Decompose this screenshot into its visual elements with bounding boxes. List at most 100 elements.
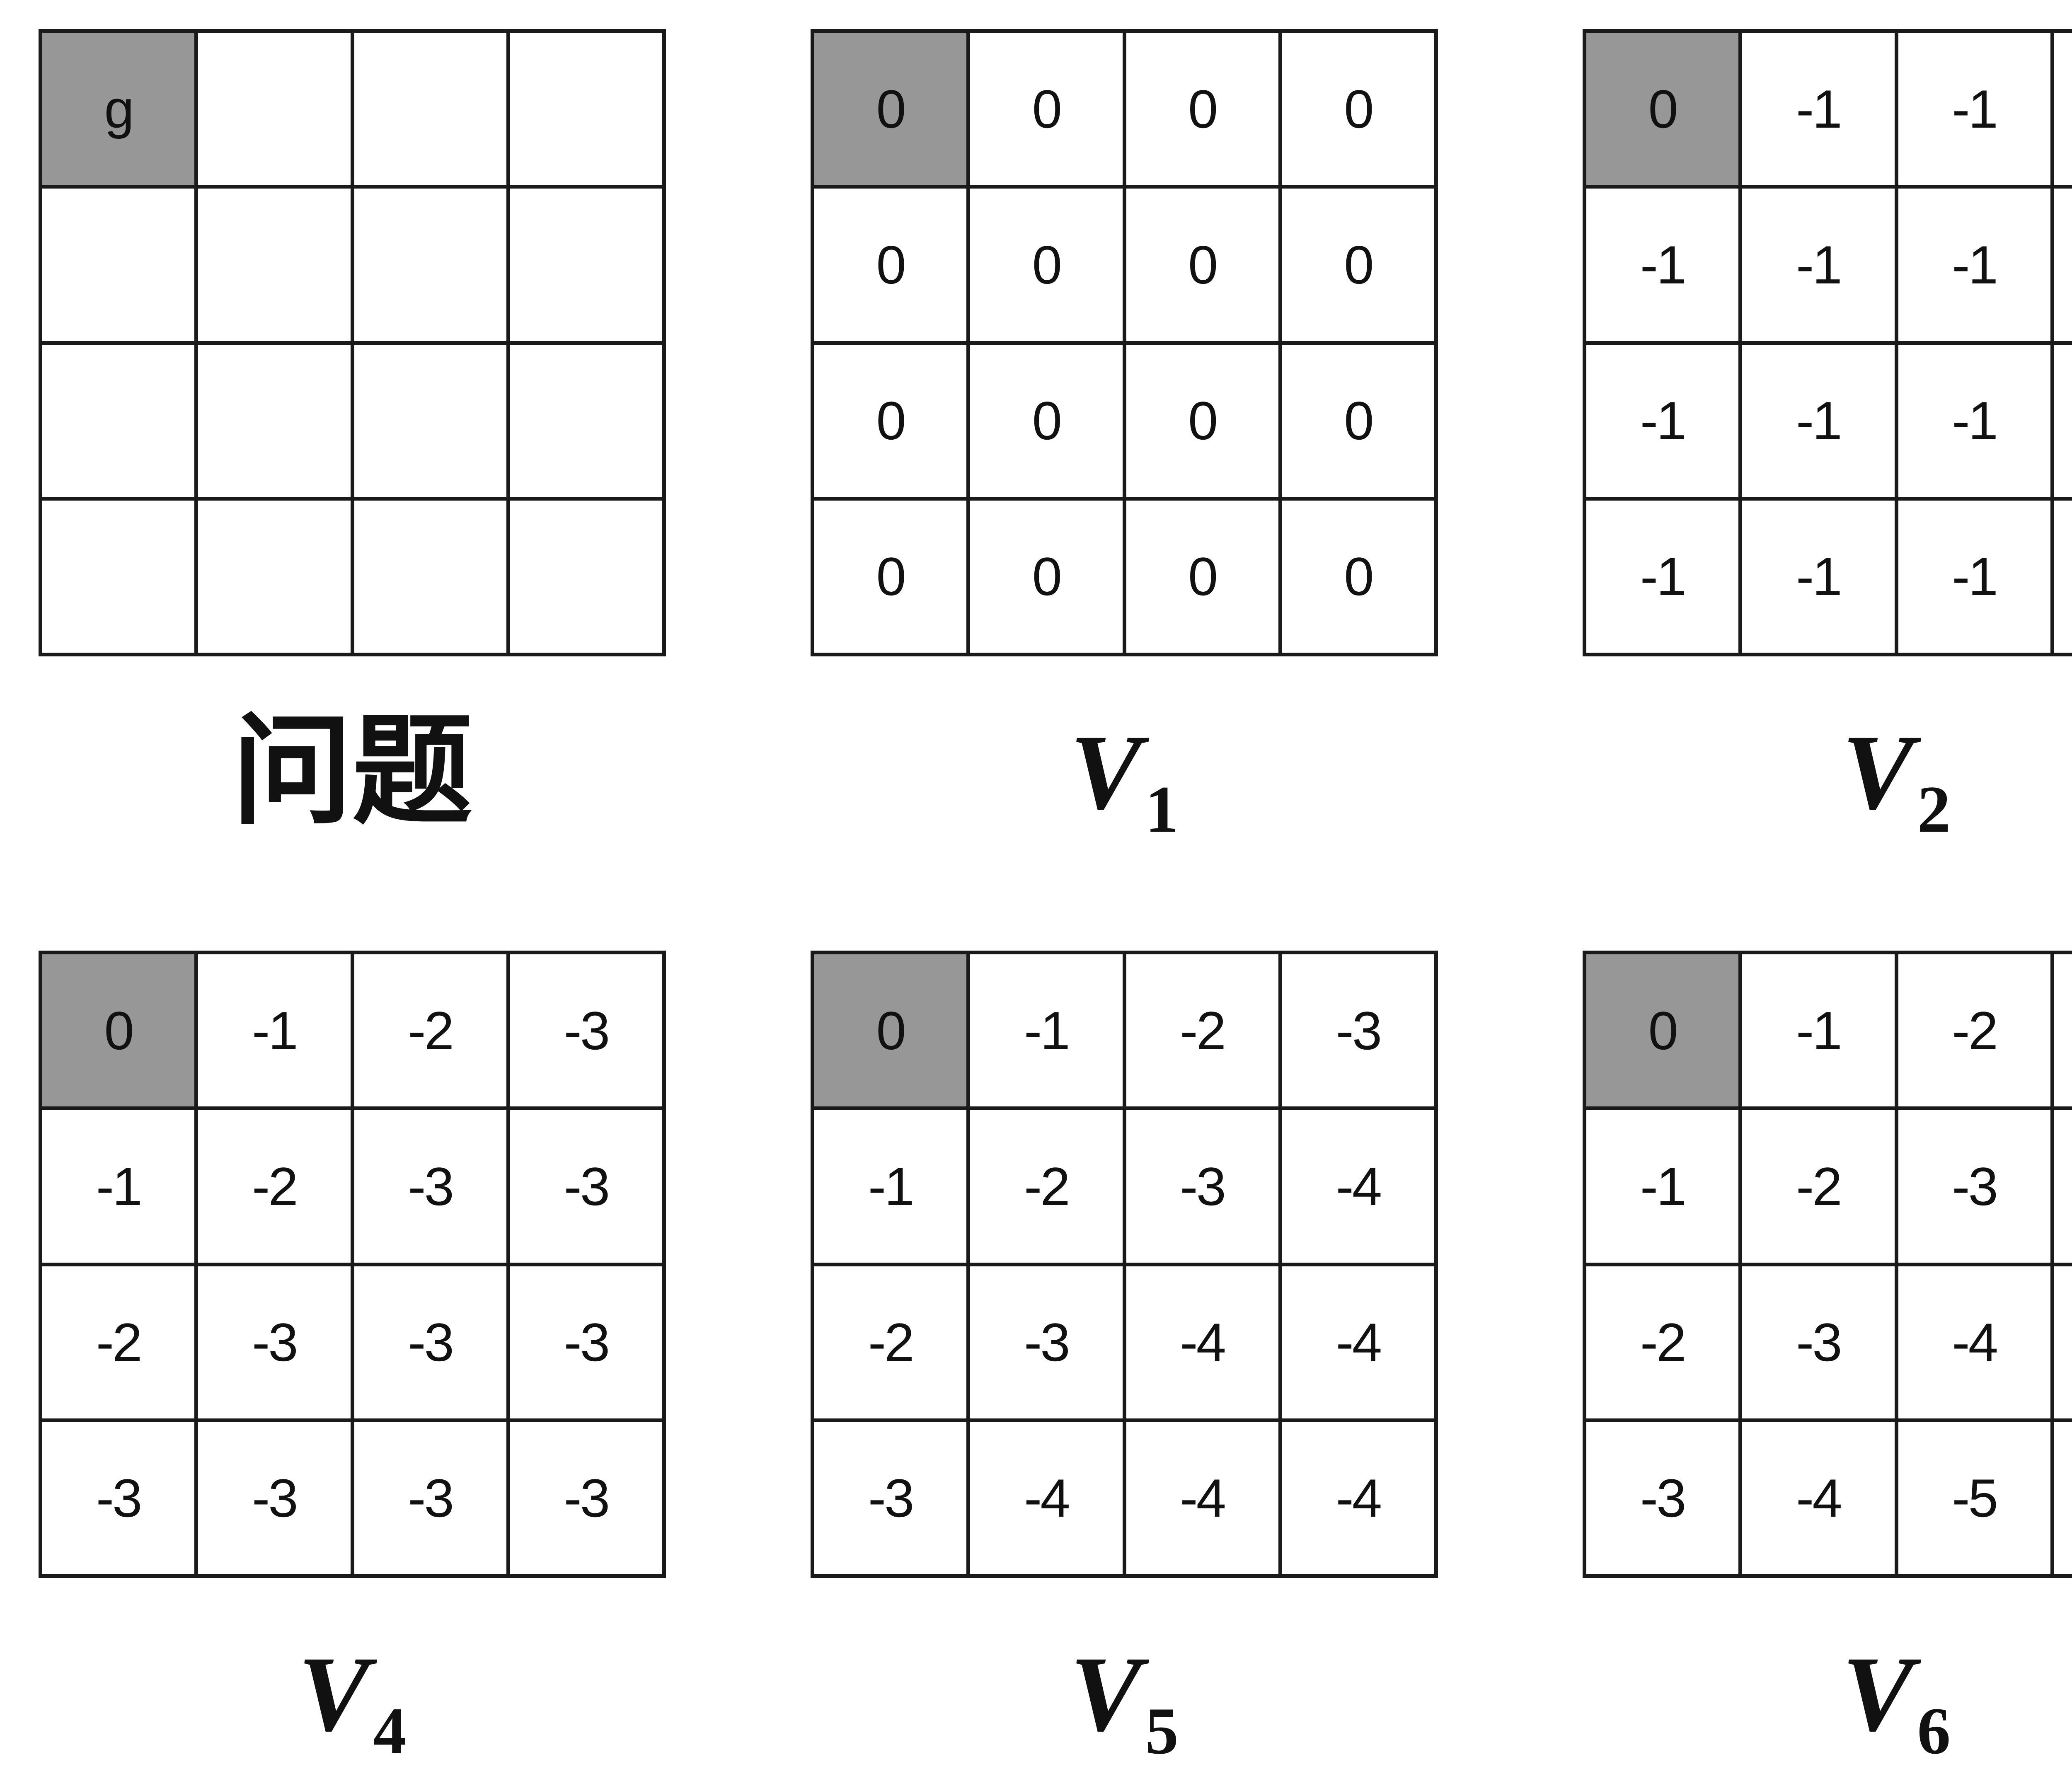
grid-cell-v6-r1c0: -1 xyxy=(1586,1110,1739,1263)
grid-cell-problem-r3c1 xyxy=(198,500,351,653)
grid-cell-v5-r1c0: -1 xyxy=(814,1110,967,1263)
panel-v2: 0-1-1-1-1-1-1-1-1-1-1-1-1-1-1-1V2 xyxy=(1583,29,2072,851)
grid-cell-v2-r3c2: -1 xyxy=(1898,500,2050,653)
grid-cell-v6-r1c1: -2 xyxy=(1742,1110,1895,1263)
goal-cell-v4-r0c0: 0 xyxy=(42,954,195,1107)
grid-cell-problem-r1c1 xyxy=(198,189,351,341)
grid-cell-v1-r0c3: 0 xyxy=(1282,33,1434,185)
grid-cell-v1-r1c2: 0 xyxy=(1126,189,1278,341)
panel-v6: 0-1-2-3-1-2-3-4-2-3-4-5-3-4-5-5V6 xyxy=(1583,951,2072,1773)
grid-cell-v5-r0c2: -2 xyxy=(1126,954,1278,1107)
grid-cell-v2-r0c1: -1 xyxy=(1742,33,1895,185)
grid-cell-v2-r3c1: -1 xyxy=(1742,500,1895,653)
label-base-v1: V xyxy=(1070,713,1142,832)
grid-cell-v1-r1c0: 0 xyxy=(814,189,967,341)
grid-cell-v6-r2c0: -2 xyxy=(1586,1266,1739,1418)
grid-problem: g xyxy=(39,29,666,656)
grid-cell-v2-r3c3: -1 xyxy=(2054,500,2072,653)
grid-cell-v1-r3c1: 0 xyxy=(970,500,1123,653)
grid-cell-v4-r3c1: -3 xyxy=(198,1422,351,1574)
grid-cell-v4-r0c1: -1 xyxy=(198,954,351,1107)
grid-cell-v1-r2c0: 0 xyxy=(814,344,967,497)
panel-problem: g 问题 xyxy=(39,29,666,851)
label-subscript-v6: 6 xyxy=(1917,1694,1951,1768)
grid-cell-v1-r1c3: 0 xyxy=(1282,189,1434,341)
grid-cell-v5-r3c0: -3 xyxy=(814,1422,967,1574)
grid-v4: 0-1-2-3-1-2-3-3-2-3-3-3-3-3-3-3 xyxy=(39,951,666,1578)
grid-cell-v2-r1c3: -1 xyxy=(2054,189,2072,341)
grid-cell-v1-r1c1: 0 xyxy=(970,189,1123,341)
grid-cell-v2-r2c3: -1 xyxy=(2054,344,2072,497)
label-base-v6: V xyxy=(1842,1634,1914,1754)
grid-cell-v4-r1c1: -2 xyxy=(198,1110,351,1263)
grid-cell-v1-r3c3: 0 xyxy=(1282,500,1434,653)
grid-cell-v2-r0c3: -1 xyxy=(2054,33,2072,185)
grid-cell-problem-r2c1 xyxy=(198,344,351,497)
grid-cell-v2-r0c2: -1 xyxy=(1898,33,2050,185)
grid-label-v2: V2 xyxy=(1583,694,2072,851)
grid-cell-v4-r0c2: -2 xyxy=(354,954,506,1107)
grid-cell-v5-r2c0: -2 xyxy=(814,1266,967,1418)
grid-cell-v6-r2c2: -4 xyxy=(1898,1266,2050,1418)
label-base-v5: V xyxy=(1070,1634,1142,1754)
grid-cell-v5-r0c1: -1 xyxy=(970,954,1123,1107)
grid-cell-v1-r3c2: 0 xyxy=(1126,500,1278,653)
grid-cell-v1-r2c3: 0 xyxy=(1282,344,1434,497)
grid-label-problem: 问题 xyxy=(232,706,472,839)
grid-cell-v5-r1c2: -3 xyxy=(1126,1110,1278,1263)
grid-cell-v2-r2c0: -1 xyxy=(1586,344,1739,497)
grid-cell-v4-r0c3: -3 xyxy=(510,954,662,1107)
grid-cell-v6-r1c2: -3 xyxy=(1898,1110,2050,1263)
grid-cell-v4-r3c3: -3 xyxy=(510,1422,662,1574)
goal-cell-v5-r0c0: 0 xyxy=(814,954,967,1107)
grid-cell-problem-r2c2 xyxy=(354,344,506,497)
grid-label-v4: V4 xyxy=(39,1615,666,1773)
label-subscript-v1: 1 xyxy=(1145,772,1179,847)
grid-cell-problem-r3c3 xyxy=(510,500,662,653)
label-subscript-v2: 2 xyxy=(1917,772,1951,847)
grid-cell-v5-r3c2: -4 xyxy=(1126,1422,1278,1574)
grid-cell-v5-r0c3: -3 xyxy=(1282,954,1434,1107)
grid-cell-v2-r3c0: -1 xyxy=(1586,500,1739,653)
grid-cell-v6-r3c2: -5 xyxy=(1898,1422,2050,1574)
goal-cell-v1-r0c0: 0 xyxy=(814,33,967,185)
grid-cell-v1-r0c2: 0 xyxy=(1126,33,1278,185)
grid-cell-v6-r3c0: -3 xyxy=(1586,1422,1739,1574)
label-subscript-v4: 4 xyxy=(373,1694,407,1768)
grid-v5: 0-1-2-3-1-2-3-4-2-3-4-4-3-4-4-4 xyxy=(811,951,1438,1578)
goal-cell-problem-r0c0: g xyxy=(42,33,195,185)
label-base-v4: V xyxy=(298,1634,370,1754)
grid-cell-v5-r1c3: -4 xyxy=(1282,1110,1434,1263)
grid-cell-v2-r2c1: -1 xyxy=(1742,344,1895,497)
grid-cell-v6-r1c3: -4 xyxy=(2054,1110,2072,1263)
grid-cell-v1-r3c0: 0 xyxy=(814,500,967,653)
grid-cell-v6-r3c1: -4 xyxy=(1742,1422,1895,1574)
grid-cell-problem-r0c3 xyxy=(510,33,662,185)
grid-v6: 0-1-2-3-1-2-3-4-2-3-4-5-3-4-5-5 xyxy=(1583,951,2072,1578)
grid-cell-v4-r1c2: -3 xyxy=(354,1110,506,1263)
grid-cell-v6-r3c3: -5 xyxy=(2054,1422,2072,1574)
grid-cell-v2-r1c1: -1 xyxy=(1742,189,1895,341)
grid-cell-v5-r2c1: -3 xyxy=(970,1266,1123,1418)
grid-cell-v2-r1c0: -1 xyxy=(1586,189,1739,341)
grid-cell-problem-r2c0 xyxy=(42,344,195,497)
goal-cell-v6-r0c0: 0 xyxy=(1586,954,1739,1107)
grid-cell-v6-r0c2: -2 xyxy=(1898,954,2050,1107)
grid-cell-v4-r2c0: -2 xyxy=(42,1266,195,1418)
grid-cell-v4-r3c0: -3 xyxy=(42,1422,195,1574)
grid-cell-problem-r3c0 xyxy=(42,500,195,653)
grid-cell-problem-r3c2 xyxy=(354,500,506,653)
goal-cell-v2-r0c0: 0 xyxy=(1586,33,1739,185)
grid-label-v5: V5 xyxy=(811,1615,1438,1773)
grid-cell-v4-r3c2: -3 xyxy=(354,1422,506,1574)
grid-label-v6: V6 xyxy=(1583,1615,2072,1773)
grid-cell-v4-r1c3: -3 xyxy=(510,1110,662,1263)
grid-cell-v5-r2c3: -4 xyxy=(1282,1266,1434,1418)
grid-cell-problem-r0c2 xyxy=(354,33,506,185)
grid-cell-v4-r2c1: -3 xyxy=(198,1266,351,1418)
grid-cell-v6-r0c3: -3 xyxy=(2054,954,2072,1107)
grid-cell-v1-r2c2: 0 xyxy=(1126,344,1278,497)
